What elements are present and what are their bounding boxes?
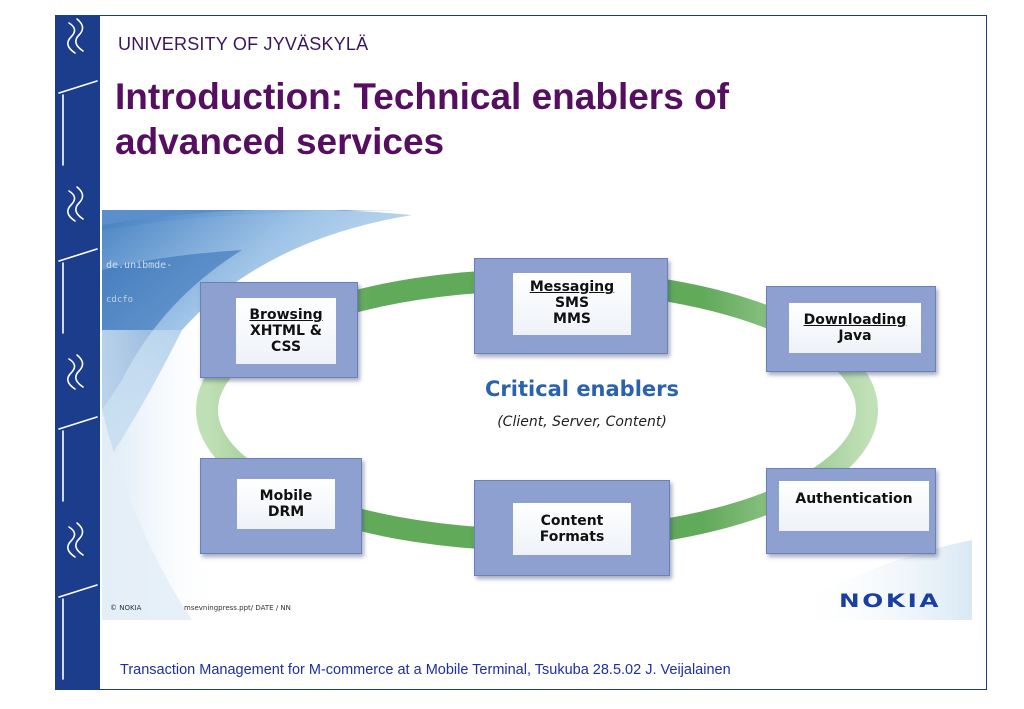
node-downloading-heading: Downloading: [803, 312, 907, 328]
university-name: UNIVERSITY OF JYVÄSKYLÄ: [118, 34, 369, 54]
center-subtitle: (Client, Server, Content): [497, 414, 667, 430]
filename-note: msevningpress.ppt/ DATE / NN: [184, 604, 291, 612]
svg-text:de.unibmde-: de.unibmde-: [106, 260, 172, 271]
node-messaging-line-2: MMS: [553, 311, 591, 327]
node-browsing-line-1: XHTML &: [250, 323, 322, 339]
node-messaging: Messaging SMS MMS: [474, 258, 668, 354]
sidebar-decoration: [55, 15, 100, 690]
node-browsing-heading: Browsing: [249, 307, 323, 323]
svg-text:cdcfo: cdcfo: [106, 295, 133, 305]
center-title: Critical enablers: [484, 377, 680, 401]
node-authentication-line-1: Authentication: [795, 491, 913, 507]
node-mobile-drm: Mobile DRM: [200, 458, 362, 554]
torch-pattern-icon: [58, 18, 98, 680]
node-authentication: Authentication: [766, 468, 936, 554]
node-content-formats: Content Formats: [474, 480, 670, 576]
enablers-diagram: de.unibmde- cdcfo Browsing XHTML & CSS M…: [102, 210, 972, 620]
node-browsing-line-2: CSS: [270, 339, 302, 355]
node-content-formats-line-2: Formats: [539, 529, 605, 545]
node-content-formats-line-1: Content: [540, 513, 604, 529]
node-downloading-line-1: Java: [838, 328, 872, 344]
node-mobile-drm-line-2: DRM: [267, 504, 305, 520]
copyright-note: © NOKIA: [110, 604, 142, 612]
nokia-logo: NOKIA: [839, 590, 942, 612]
node-browsing: Browsing XHTML & CSS: [200, 282, 358, 378]
node-mobile-drm-line-1: Mobile: [259, 488, 313, 504]
page-title: Introduction: Technical enablers of adva…: [115, 76, 729, 162]
node-messaging-line-1: SMS: [554, 295, 590, 311]
footer-text: Transaction Management for M-commerce at…: [120, 662, 731, 678]
node-downloading: Downloading Java: [766, 286, 936, 372]
node-messaging-heading: Messaging: [529, 279, 615, 295]
